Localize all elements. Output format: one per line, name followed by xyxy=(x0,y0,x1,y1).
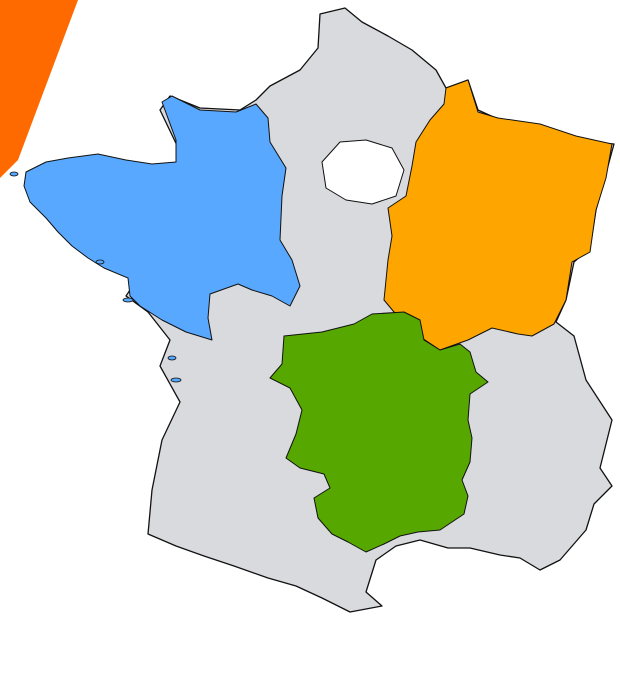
islands xyxy=(9,171,182,383)
accent-stripe xyxy=(0,0,78,178)
